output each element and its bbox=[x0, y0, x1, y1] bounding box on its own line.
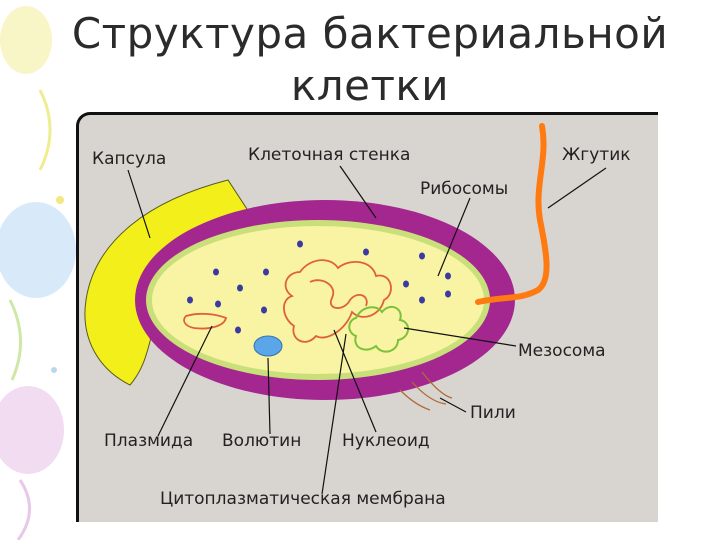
label-plasmid: Плазмида bbox=[104, 431, 193, 451]
plasmid-shape bbox=[183, 312, 228, 330]
label-ribosomes: Рибосомы bbox=[420, 179, 508, 199]
cytoplasm-shape bbox=[152, 226, 484, 374]
mesosome-shape bbox=[348, 305, 409, 353]
label-cell-wall: Клеточная стенка bbox=[248, 145, 410, 165]
label-nucleoid: Нуклеоид bbox=[342, 431, 430, 451]
label-volutin: Волютин bbox=[222, 431, 301, 451]
title-line-2: клетки bbox=[290, 61, 450, 110]
title-line-1: Структура бактериальной bbox=[71, 9, 669, 58]
label-flagellum: Жгутик bbox=[562, 145, 631, 165]
ribosomes-shape bbox=[187, 240, 451, 334]
slide-title: Структура бактериальной клетки bbox=[40, 8, 700, 112]
label-membrane: Цитоплазматическая мембрана bbox=[160, 489, 446, 509]
leader-lines bbox=[127, 165, 607, 495]
nucleoid-shape bbox=[283, 259, 392, 343]
flagellum-shape bbox=[475, 123, 550, 305]
label-pili: Пили bbox=[470, 403, 516, 423]
volutin-shape bbox=[253, 335, 283, 357]
pili-shape bbox=[399, 371, 453, 411]
label-capsule: Капсула bbox=[92, 149, 166, 169]
label-mesosome: Мезосома bbox=[518, 341, 606, 361]
